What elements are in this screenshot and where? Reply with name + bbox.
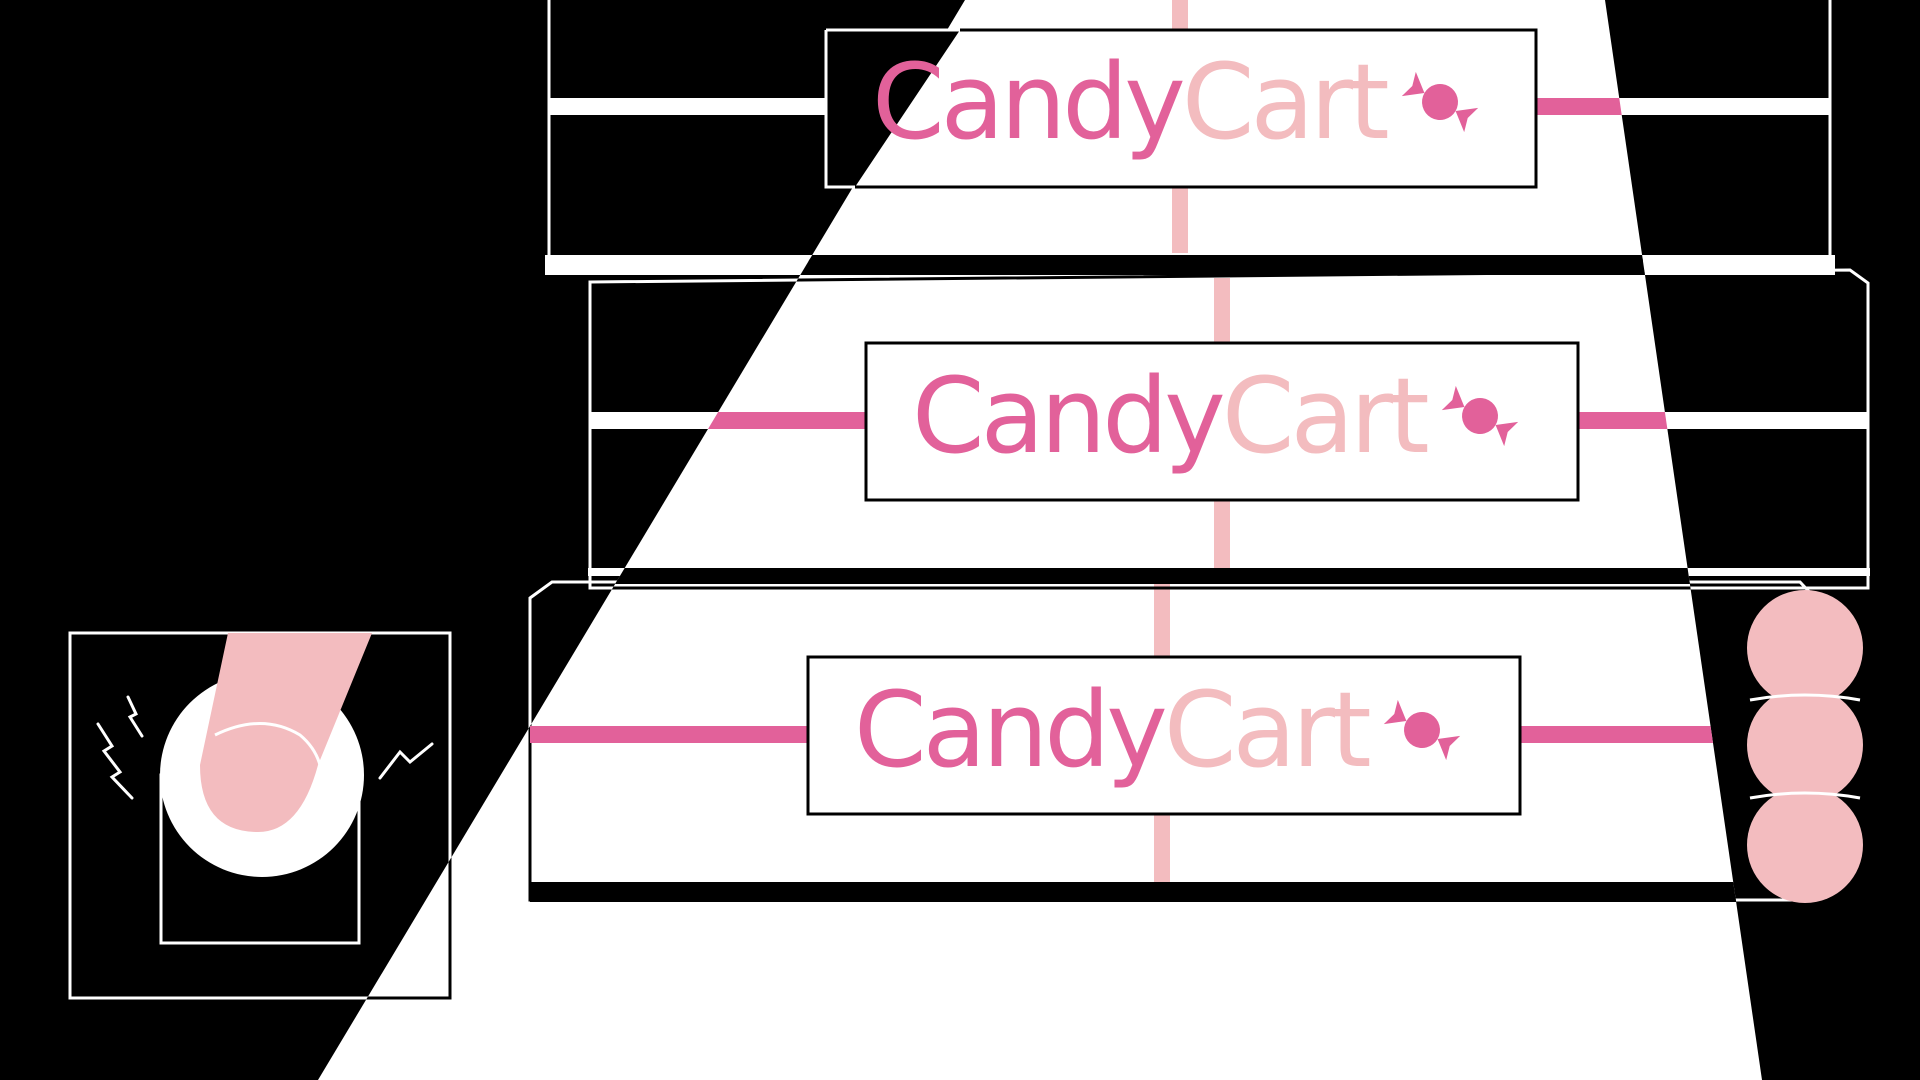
candy-icon <box>1441 385 1518 447</box>
vibration-icon <box>96 695 434 800</box>
package-box-bottom-strap-right-pink <box>1520 726 1762 743</box>
package-box-middle-base-lit <box>588 568 1762 584</box>
package-box-top-strap-left <box>549 98 826 115</box>
brand-word-secondary: Cart <box>1221 355 1430 477</box>
candy-icon <box>1383 699 1460 761</box>
finger-press-icon <box>200 633 372 832</box>
package-label-top <box>824 28 1538 189</box>
brand-word-secondary: Cart <box>1163 669 1372 791</box>
package-label-top-shadow <box>826 30 960 187</box>
package-box-bottom-strap-left-pink <box>530 726 808 743</box>
brand-word-primary: Candy <box>854 669 1168 791</box>
brand-word-secondary: Cart <box>1181 41 1390 163</box>
press-button-panel <box>68 631 452 1000</box>
brand-word-primary: Candy <box>912 355 1226 477</box>
brand-word-primary: Candy <box>872 41 1186 163</box>
candy-icon <box>1401 71 1478 133</box>
package-box-bottom-base-lit <box>530 882 1762 902</box>
gumball-stack-icon <box>1747 590 1863 903</box>
package-label-bottom <box>806 655 1522 816</box>
package-label-middle <box>864 341 1580 502</box>
package-box-top-base-lit <box>545 255 1762 275</box>
